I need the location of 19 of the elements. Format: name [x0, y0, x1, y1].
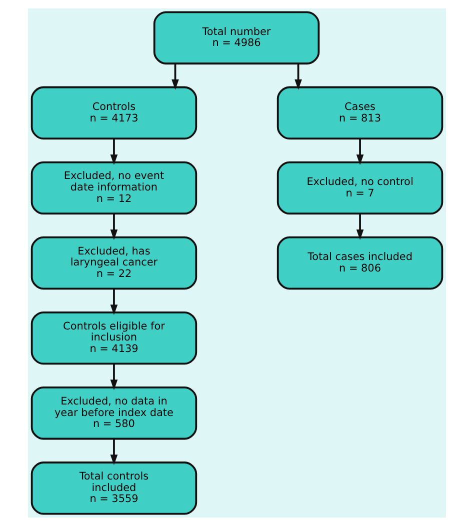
arrow [110, 364, 118, 390]
arrow [110, 288, 118, 316]
node-box: Excluded, no control n = 7 [276, 161, 444, 215]
arrow [110, 214, 118, 240]
arrow [356, 214, 364, 240]
arrow [110, 138, 118, 165]
node-box: Cases n = 813 [276, 86, 444, 140]
node-box: Total cases included n = 806 [276, 236, 444, 290]
node-box: Total number n = 4986 [153, 11, 320, 64]
node-box: Excluded, has laryngeal cancer n = 22 [30, 236, 198, 290]
arrow [172, 64, 179, 90]
arrow [294, 64, 302, 90]
arrow [110, 438, 118, 466]
node-box: Controls eligible for inclusion n = 4139 [30, 311, 198, 365]
arrow [356, 138, 364, 165]
node-box: Controls n = 4173 [30, 86, 198, 140]
node-box: Excluded, no data in year before index date n = 580 [30, 386, 198, 440]
node-box: Excluded, no event date information n = 12 [30, 161, 198, 215]
node-box: Total controls included n = 3559 [30, 462, 198, 515]
